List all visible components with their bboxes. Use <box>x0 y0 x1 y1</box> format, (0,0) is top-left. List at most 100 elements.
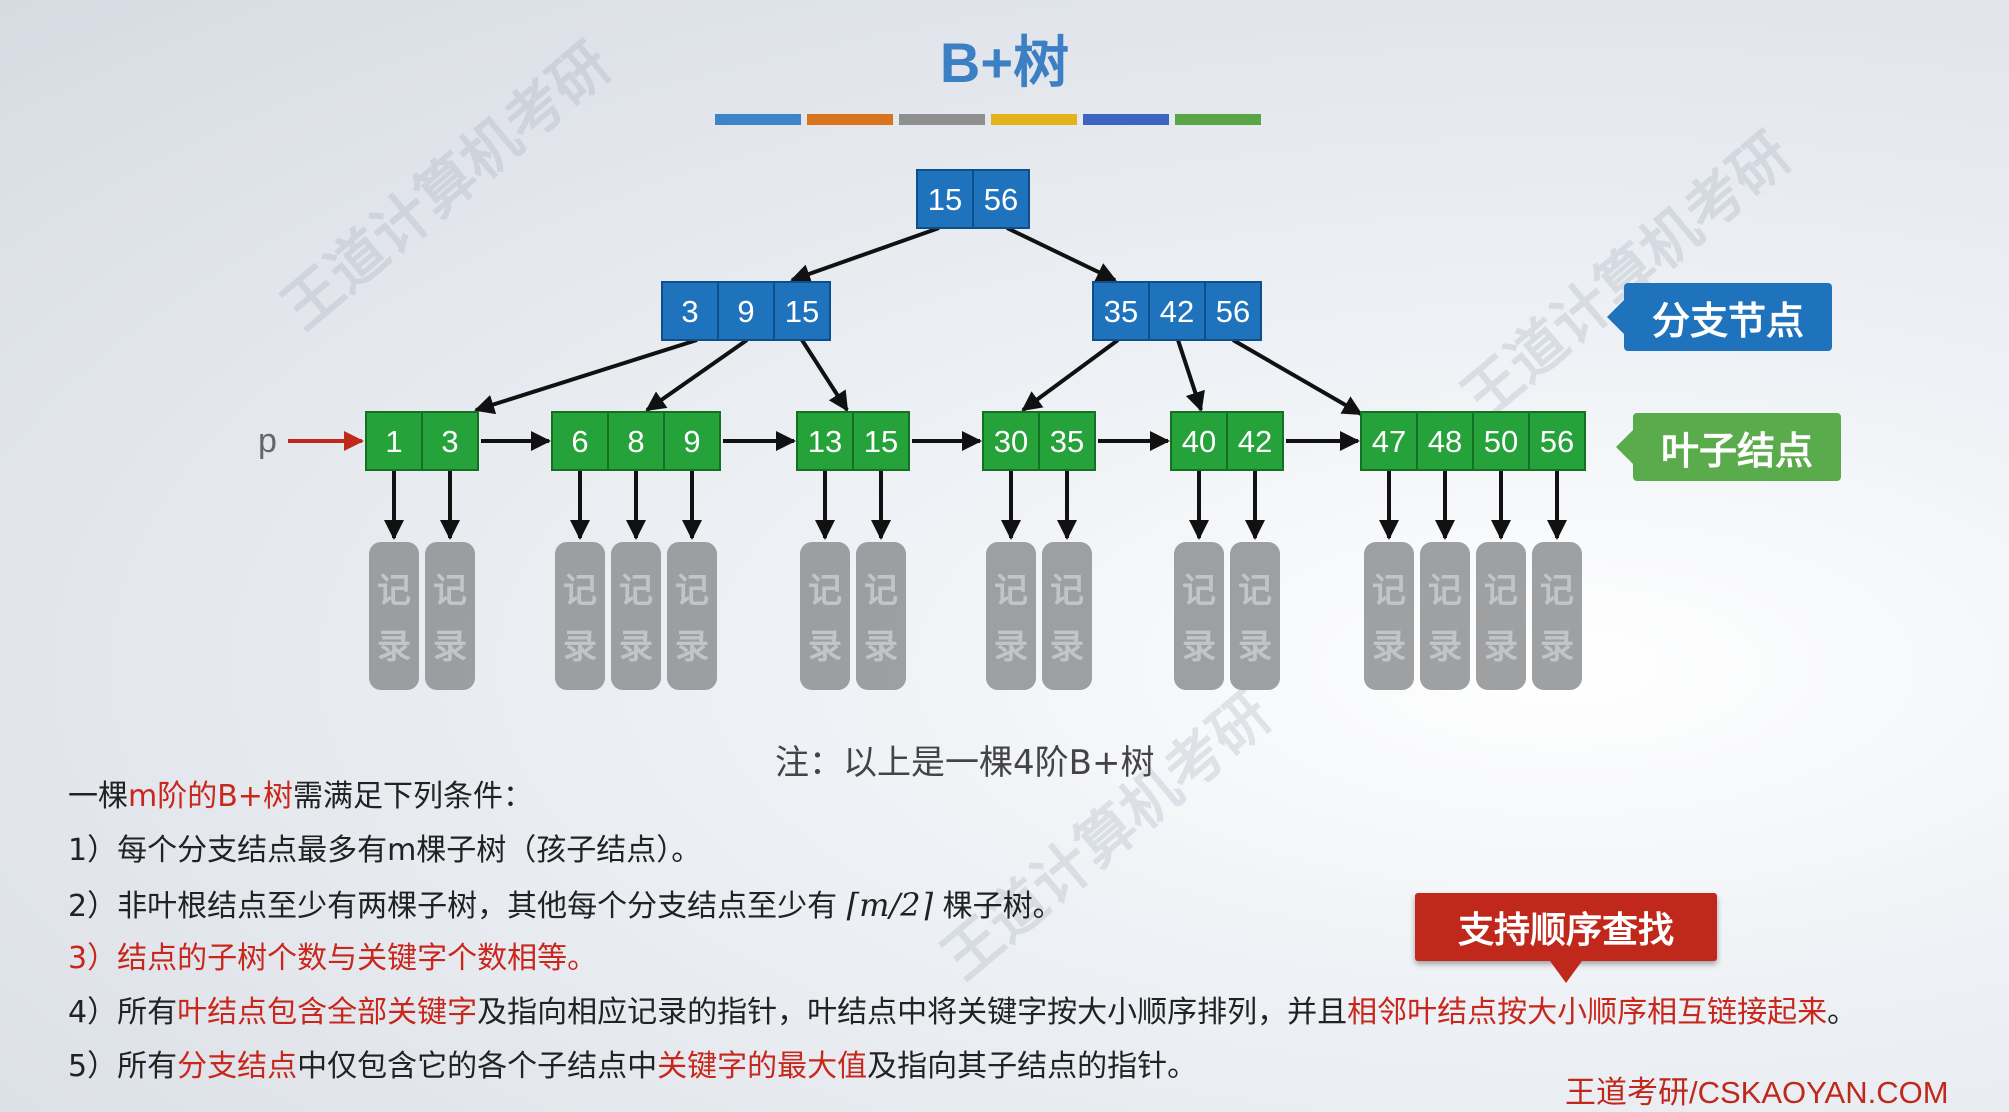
record-label: 记 <box>1050 571 1084 611</box>
record-label: 记 <box>1182 571 1216 611</box>
condition-highlight: 相邻叶结点按大小顺序相互链接起来 <box>1347 995 1828 1030</box>
tree-edge <box>645 338 749 412</box>
record-shape <box>369 542 419 690</box>
condition-text: 4）所有 <box>68 995 178 1030</box>
key-cell <box>796 411 854 471</box>
key-cell <box>1170 411 1228 471</box>
record-shape <box>1476 542 1526 690</box>
color-divider <box>715 114 1261 125</box>
condition-4: 4）所有叶结点包含全部关键字及指向相应记录的指针，叶结点中将关键字按大小顺序排列… <box>68 986 1857 1040</box>
record-shape <box>856 542 906 690</box>
record-label: 记 <box>619 571 653 611</box>
record-label: 记 <box>1540 571 1574 611</box>
record-label: 录 <box>675 627 709 667</box>
key-label: 42 <box>1238 424 1272 459</box>
key-label: 35 <box>1104 294 1138 329</box>
diagram-note: 注：以上是一棵4阶B+树 <box>775 743 1155 783</box>
condition-text: 中仅包含它的各个子结点中 <box>297 1049 658 1084</box>
leaf-node-tag: 叶子结点 <box>1616 413 1841 481</box>
record-label: 录 <box>994 627 1028 667</box>
intro-text: 一棵 <box>68 779 128 814</box>
record-label: 记 <box>433 571 467 611</box>
color-swatch <box>1083 114 1169 125</box>
record-shape <box>1532 542 1582 690</box>
key-cell <box>1092 281 1150 341</box>
key-label: 56 <box>984 182 1018 217</box>
record-label: 录 <box>1050 627 1084 667</box>
record-block: 记录 <box>1364 542 1414 690</box>
record-label: 记 <box>675 571 709 611</box>
key-cell <box>365 411 423 471</box>
record-shape <box>1420 542 1470 690</box>
record-block: 记录 <box>369 542 419 690</box>
key-cell <box>982 411 1040 471</box>
tree-edge <box>800 338 849 412</box>
record-label: 记 <box>377 571 411 611</box>
record-label: 记 <box>1372 571 1406 611</box>
condition-3: 3）结点的子树个数与关键字个数相等。 <box>68 932 1857 986</box>
record-block: 记录 <box>856 542 906 690</box>
key-cell <box>773 281 831 341</box>
key-cell <box>852 411 910 471</box>
color-swatch <box>715 114 801 125</box>
record-block: 记录 <box>425 542 475 690</box>
record-block: 记录 <box>611 542 661 690</box>
key-label: 9 <box>737 294 754 329</box>
condition-text: 及指向相应记录的指针，叶结点中将关键字按大小顺序排列，并且 <box>477 995 1348 1030</box>
record-label: 记 <box>808 571 842 611</box>
record-block: 记录 <box>1420 542 1470 690</box>
key-cell <box>1416 411 1474 471</box>
tree-edge <box>1006 226 1117 282</box>
key-label: 15 <box>864 424 898 459</box>
key-label: 1 <box>385 424 402 459</box>
page-title: B+树 <box>939 31 1070 94</box>
record-shape <box>1230 542 1280 690</box>
color-swatch <box>991 114 1077 125</box>
record-label: 记 <box>1238 571 1272 611</box>
key-cell <box>421 411 479 471</box>
record-label: 录 <box>1428 627 1462 667</box>
record-label: 录 <box>433 627 467 667</box>
record-label: 录 <box>1182 627 1216 667</box>
key-label: 35 <box>1050 424 1084 459</box>
key-cell <box>551 411 609 471</box>
record-label: 录 <box>808 627 842 667</box>
record-shape <box>1174 542 1224 690</box>
record-shape <box>667 542 717 690</box>
key-label: 15 <box>785 294 819 329</box>
record-shape <box>800 542 850 690</box>
record-label: 录 <box>563 627 597 667</box>
key-cell <box>1204 281 1262 341</box>
branch-node-tag: 分支节点 <box>1607 283 1832 351</box>
condition-text: 3）结点的子树个数与关键字个数相等。 <box>68 941 598 976</box>
condition-2: 2）非叶根结点至少有两棵子树，其他每个分支结点至少有 ⌈m/2⌉ 棵子树。 <box>68 878 1857 932</box>
record-label: 记 <box>864 571 898 611</box>
condition-highlight: 关键字的最大值 <box>657 1049 868 1084</box>
intro-text: 需满足下列条件： <box>292 779 533 814</box>
key-cell <box>717 281 775 341</box>
pointer-label: p <box>258 422 277 460</box>
record-label: 录 <box>1484 627 1518 667</box>
key-label: 56 <box>1216 294 1250 329</box>
footer-brand: 王道考研/CSKAOYAN.COM <box>1565 1075 1949 1110</box>
key-cell <box>1038 411 1096 471</box>
key-label: 6 <box>571 424 588 459</box>
color-swatch <box>1175 114 1261 125</box>
color-swatch <box>899 114 985 125</box>
record-label: 记 <box>563 571 597 611</box>
key-cell <box>663 411 721 471</box>
key-cell <box>972 169 1030 229</box>
conditions-list: 一棵m阶的B+树需满足下列条件： 1）每个分支结点最多有m棵子树（孩子结点）。 … <box>68 770 1857 1094</box>
intro-highlight: m阶的B+树 <box>128 779 293 814</box>
record-shape <box>611 542 661 690</box>
record-shape <box>1042 542 1092 690</box>
record-block: 记录 <box>1174 542 1224 690</box>
